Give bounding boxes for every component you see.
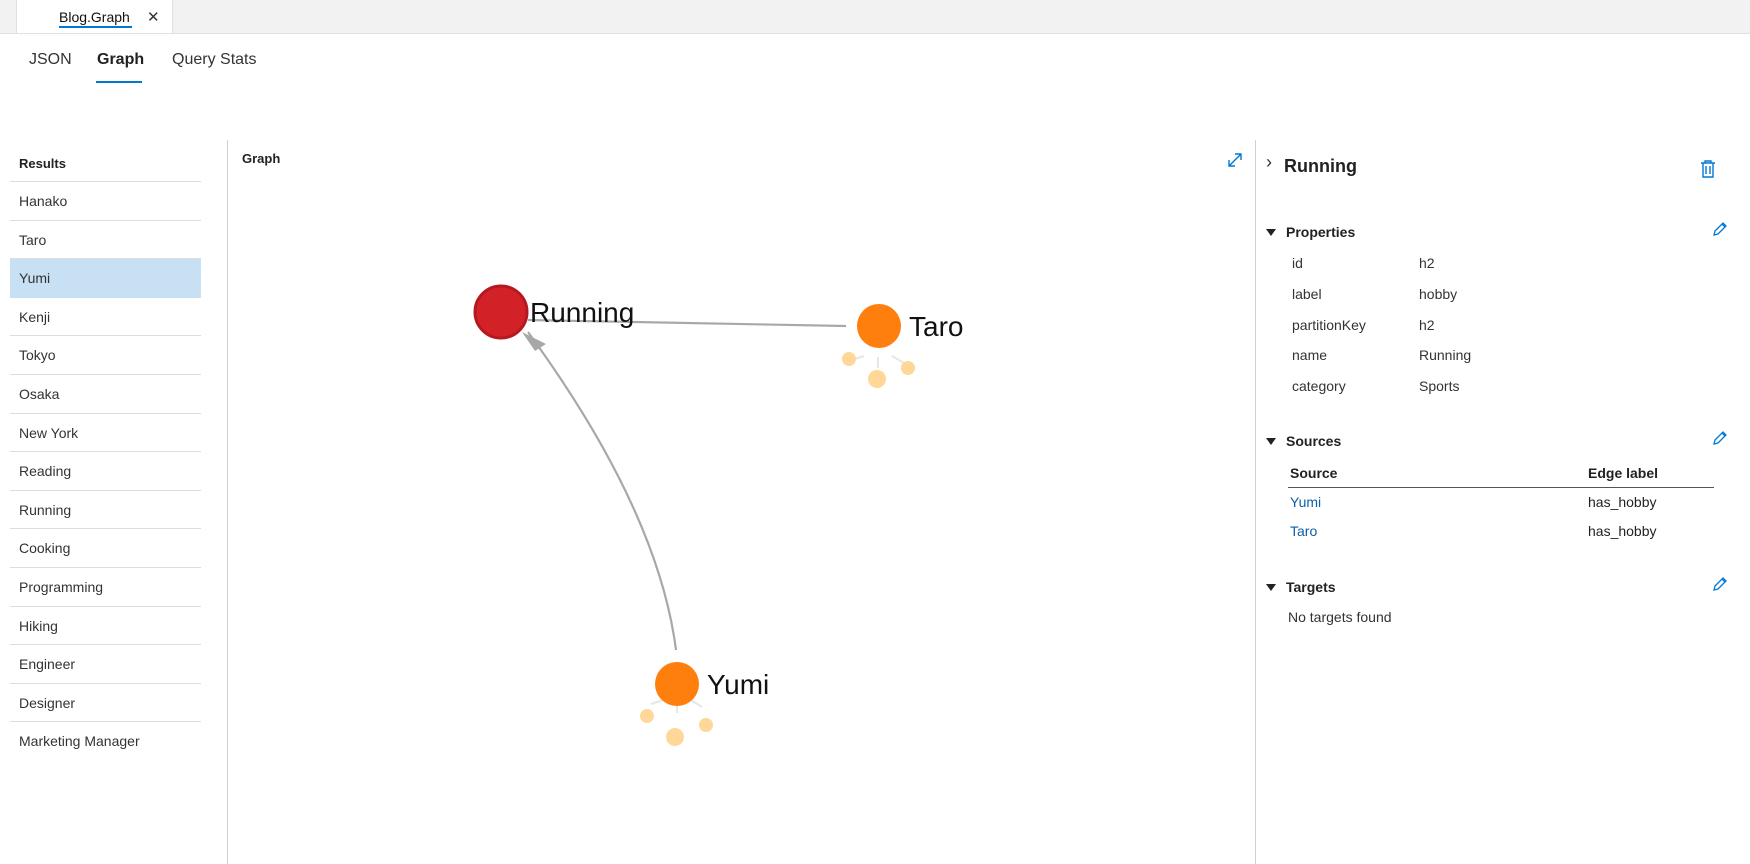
edit-targets-icon[interactable]	[1711, 575, 1729, 593]
table-row: Yumi has_hobby	[1288, 488, 1714, 517]
node-label-running: Running	[530, 297, 634, 328]
source-link-taro[interactable]: Taro	[1290, 523, 1318, 539]
node-circle-taro[interactable]	[857, 304, 901, 348]
result-item-tokyo[interactable]: Tokyo	[10, 336, 201, 375]
collapse-triangle-icon[interactable]	[1266, 229, 1276, 236]
property-key: name	[1292, 347, 1328, 363]
trash-icon[interactable]	[1700, 160, 1716, 178]
result-item-marketing-manager[interactable]: Marketing Manager	[19, 733, 140, 750]
graph-node-yumi[interactable]: Yumi	[640, 662, 769, 746]
edit-sources-icon[interactable]	[1711, 429, 1729, 447]
expand-neighbor-dot[interactable]	[666, 728, 684, 746]
edge-taro-running	[527, 318, 847, 328]
result-item-kenji[interactable]: Kenji	[10, 298, 201, 337]
targets-header[interactable]: Targets	[1286, 579, 1336, 595]
graph-node-running[interactable]: Running	[473, 284, 634, 340]
node-label-taro: Taro	[909, 311, 963, 342]
property-value: h2	[1419, 255, 1435, 271]
graph-node-taro[interactable]: Taro	[842, 304, 963, 388]
expand-neighbor-dot[interactable]	[842, 352, 856, 366]
property-key: partitionKey	[1292, 317, 1366, 333]
active-tab-indicator	[96, 81, 142, 83]
result-item-reading[interactable]: Reading	[10, 452, 201, 491]
property-value: hobby	[1419, 286, 1458, 302]
result-item-running[interactable]: Running	[10, 491, 201, 530]
expand-icon[interactable]	[1226, 151, 1244, 169]
result-item-hiking[interactable]: Hiking	[10, 607, 201, 646]
collapse-triangle-icon[interactable]	[1266, 438, 1276, 445]
result-item-programming[interactable]: Programming	[10, 568, 201, 607]
node-label-yumi: Yumi	[707, 669, 769, 700]
source-link-yumi[interactable]: Yumi	[1290, 494, 1322, 510]
result-item-hanako[interactable]: Hanako	[10, 182, 201, 221]
tab-json[interactable]: JSON	[29, 51, 72, 68]
properties-header[interactable]: Properties	[1286, 224, 1356, 240]
tab-graph[interactable]: Graph	[97, 51, 145, 68]
node-circle-yumi[interactable]	[655, 662, 699, 706]
result-item-engineer[interactable]: Engineer	[10, 645, 201, 684]
edge-arrowhead	[522, 332, 546, 351]
node-circle-running[interactable]	[473, 284, 529, 340]
table-header: Source Edge label	[1288, 465, 1714, 488]
edge-label: has_hobby	[1588, 523, 1657, 539]
edge-label: has_hobby	[1588, 494, 1657, 510]
property-value: Sports	[1419, 378, 1460, 394]
result-item-designer[interactable]: Designer	[10, 684, 201, 723]
no-targets-message: No targets found	[1288, 609, 1392, 625]
table-row: Taro has_hobby	[1288, 517, 1714, 546]
result-item-yumi[interactable]: Yumi	[10, 259, 201, 298]
document-tab[interactable]: Blog.Graph ✕	[16, 0, 173, 33]
expand-neighbor-dot[interactable]	[640, 709, 654, 723]
view-tabs: JSON Graph Query Stats	[0, 34, 1750, 90]
tab-query-stats[interactable]: Query Stats	[172, 51, 257, 68]
close-icon[interactable]: ✕	[147, 9, 160, 26]
document-tab-title[interactable]: Blog.Graph	[59, 9, 132, 28]
graph-canvas[interactable]: Running Taro Yumi	[228, 180, 1253, 864]
expand-neighbor-dot[interactable]	[868, 370, 886, 388]
column-header-source: Source	[1290, 465, 1338, 481]
property-key: category	[1292, 378, 1346, 394]
sources-header[interactable]: Sources	[1286, 433, 1342, 449]
details-panel: › Running Properties id h2 label hobby p…	[1256, 140, 1750, 864]
right-divider	[1255, 140, 1256, 864]
property-value: h2	[1419, 317, 1435, 333]
result-item-cooking[interactable]: Cooking	[10, 529, 201, 568]
result-item-new-york[interactable]: New York	[10, 414, 201, 453]
result-item-osaka[interactable]: Osaka	[10, 375, 201, 414]
results-list: Results Hanako Taro Yumi Kenji Tokyo Osa…	[10, 140, 201, 760]
edit-properties-icon[interactable]	[1711, 220, 1729, 238]
sources-table: Source Edge label Yumi has_hobby Taro ha…	[1288, 465, 1714, 546]
chevron-right-icon[interactable]: ›	[1266, 152, 1272, 172]
collapse-triangle-icon[interactable]	[1266, 584, 1276, 591]
column-header-edge-label: Edge label	[1588, 465, 1659, 481]
results-header: Results	[10, 140, 201, 182]
result-item-taro[interactable]: Taro	[10, 221, 201, 260]
property-key: id	[1292, 255, 1303, 271]
property-key: label	[1292, 286, 1322, 302]
expand-neighbor-dot[interactable]	[901, 361, 915, 375]
edge-yumi-running	[527, 331, 678, 651]
details-title: Running	[1284, 156, 1357, 176]
left-divider	[227, 140, 228, 864]
graph-title: Graph	[242, 151, 281, 166]
document-tabstrip: Blog.Graph ✕	[0, 0, 1750, 34]
expand-neighbor-dot[interactable]	[699, 718, 713, 732]
property-value: Running	[1419, 347, 1472, 363]
